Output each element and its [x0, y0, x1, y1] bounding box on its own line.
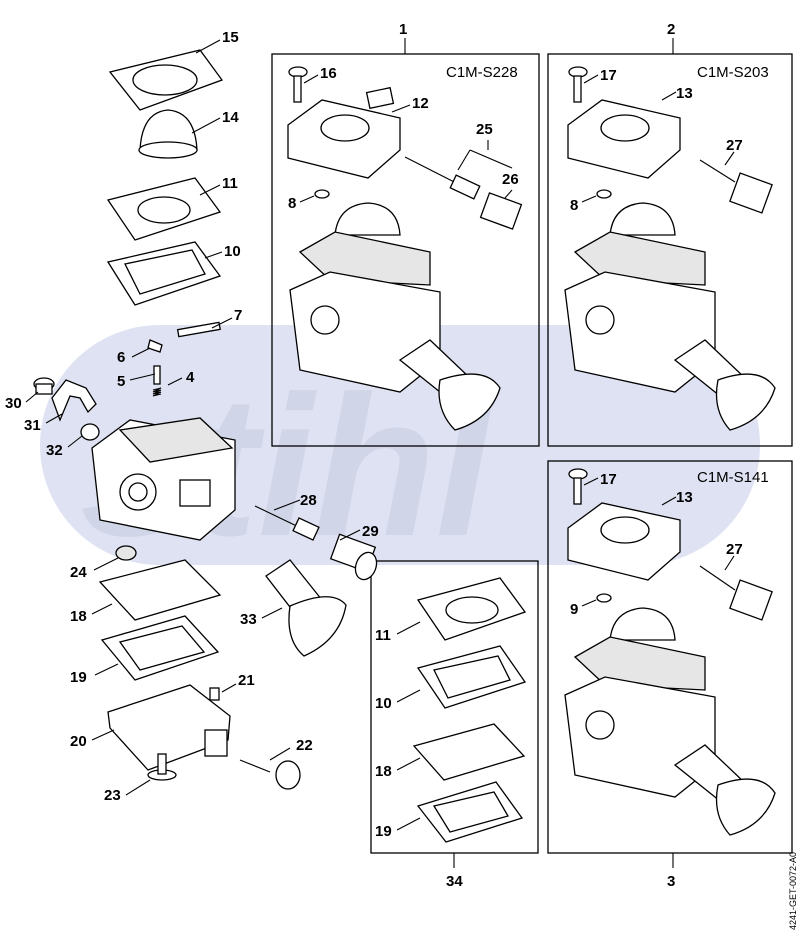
label-4: 4: [186, 369, 195, 386]
main-carburetor-body[interactable]: [91, 417, 236, 541]
part-19-gasket[interactable]: [100, 615, 220, 681]
part-23-screw[interactable]: [147, 753, 177, 781]
label-5: 5: [117, 373, 125, 390]
box2-part-8-screw[interactable]: [596, 189, 612, 199]
box3-label-9: 9: [570, 601, 578, 618]
label-28: 28: [300, 492, 317, 509]
part-4-spring[interactable]: [152, 387, 162, 397]
box3-parts: [564, 468, 776, 836]
part-7-pin[interactable]: [176, 321, 221, 338]
box2-parts: [564, 66, 776, 431]
part-31-clip[interactable]: [51, 379, 97, 422]
box34-label-19: 19: [375, 823, 392, 840]
part-15-cover-gasket[interactable]: [108, 49, 224, 111]
part-33-intake-fitting[interactable]: [265, 559, 347, 657]
box1-label-8: 8: [288, 195, 296, 212]
box1-label-12: 12: [412, 95, 429, 112]
label-11: 11: [222, 175, 238, 192]
part-22-adjusting-screw[interactable]: [239, 759, 301, 790]
box34-label-18: 18: [375, 763, 392, 780]
box3-part-9-screw[interactable]: [596, 593, 612, 603]
box3-carburetor[interactable]: [564, 607, 776, 836]
box1-carburetor[interactable]: [289, 202, 501, 431]
part-20-end-cover[interactable]: [107, 684, 231, 771]
part-28-adjusting-screw[interactable]: [254, 505, 320, 541]
variant-number-1: 1: [399, 21, 407, 38]
box1-parts: [287, 66, 523, 431]
part-21-pin[interactable]: [209, 687, 220, 701]
label-30: 30: [5, 395, 22, 412]
box2-carburetor[interactable]: [564, 202, 776, 431]
box34-label-11: 11: [375, 627, 391, 644]
box1-part-25-screw[interactable]: [449, 174, 481, 200]
box1-label-25: 25: [476, 121, 493, 138]
box3-label-27: 27: [726, 541, 743, 558]
box34-part-18-diaphragm[interactable]: [412, 723, 526, 781]
variant-box-2[interactable]: [547, 53, 793, 447]
label-10: 10: [224, 243, 241, 260]
label-15: 15: [222, 29, 239, 46]
label-32: 32: [46, 442, 63, 459]
label-18: 18: [70, 608, 87, 625]
box2-part-27-screw[interactable]: [729, 172, 773, 214]
variant-box-3[interactable]: [547, 460, 793, 854]
part-14-primer-bulb[interactable]: [138, 109, 198, 159]
box3-part-27-screw[interactable]: [729, 579, 773, 621]
variant-number-2: 2: [667, 21, 675, 38]
box34-part-10-gasket[interactable]: [416, 645, 527, 709]
box1-part-8-screw[interactable]: [314, 189, 330, 199]
label-33: 33: [240, 611, 257, 628]
box3-label-17: 17: [600, 471, 617, 488]
variant-code-1: C1M-S228: [446, 64, 518, 81]
document-id: 4241-GET-0072-A0: [788, 852, 798, 930]
label-22: 22: [296, 737, 313, 754]
box3-label-13: 13: [676, 489, 693, 506]
part-10-gasket[interactable]: [106, 241, 222, 306]
part-30-plug[interactable]: [33, 377, 55, 395]
variant-code-2: C1M-S203: [697, 64, 769, 81]
label-14: 14: [222, 109, 239, 126]
label-23: 23: [104, 787, 121, 804]
label-6: 6: [117, 349, 125, 366]
label-20: 20: [70, 733, 87, 750]
part-32-bushing[interactable]: [80, 423, 100, 441]
box1-label-16: 16: [320, 65, 337, 82]
box34-parts: [412, 577, 527, 843]
part-11-pump-diaphragm[interactable]: [106, 177, 222, 241]
part-5-needle[interactable]: [153, 365, 161, 385]
label-24: 24: [70, 564, 87, 581]
variant-number-3: 3: [667, 873, 675, 890]
box2-label-27: 27: [726, 137, 743, 154]
box2-label-17: 17: [600, 67, 617, 84]
label-31: 31: [24, 417, 41, 434]
box2-label-13: 13: [676, 85, 693, 102]
part-18-metering-diaphragm[interactable]: [98, 559, 222, 621]
box34-label-10: 10: [375, 695, 392, 712]
variant-code-3: C1M-S141: [697, 469, 769, 486]
box34-part-11-diaphragm[interactable]: [416, 577, 527, 641]
box1-part-26-cap[interactable]: [479, 192, 523, 230]
label-19: 19: [70, 669, 87, 686]
part-6-lever[interactable]: [147, 339, 163, 353]
part-24-nut[interactable]: [115, 545, 137, 561]
box34-part-19-gasket[interactable]: [416, 781, 524, 843]
label-21: 21: [238, 672, 255, 689]
label-7: 7: [234, 307, 242, 324]
label-29: 29: [362, 523, 379, 540]
box1-label-26: 26: [502, 171, 519, 188]
variant-number-34: 34: [446, 873, 463, 890]
box2-label-8: 8: [570, 197, 578, 214]
part-29-limiter-cap[interactable]: [329, 533, 380, 582]
